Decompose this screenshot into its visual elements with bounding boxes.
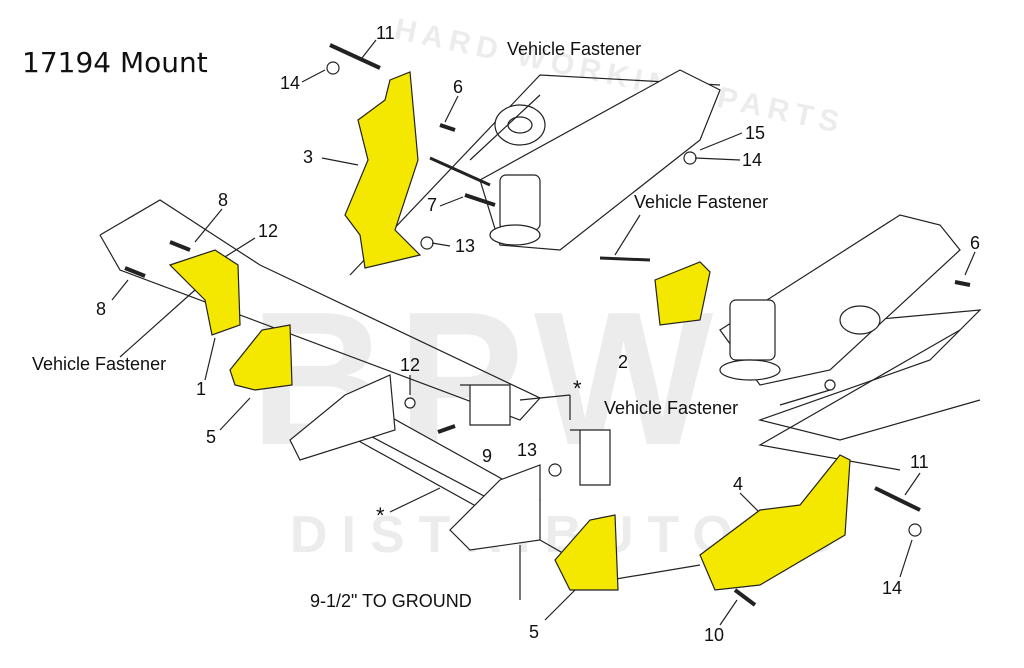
callout-14: 14 xyxy=(742,150,763,170)
vehicle-fastener-note: Vehicle Fastener xyxy=(604,398,739,418)
callout-11: 11 xyxy=(910,452,929,472)
callout-1: 1 xyxy=(196,379,207,399)
spacer-bracket xyxy=(570,429,611,486)
callout-15: 15 xyxy=(745,123,766,143)
callout-10: 10 xyxy=(704,625,725,645)
callout-6: 6 xyxy=(453,77,464,97)
callout-8: 8 xyxy=(96,299,107,319)
callout-5: 5 xyxy=(529,622,540,642)
diagram-title: 17194 Mount xyxy=(22,46,208,79)
crossbar-bracket-right xyxy=(449,464,541,551)
vehicle-fastener-note: Vehicle Fastener xyxy=(507,39,642,59)
callout-7: 7 xyxy=(427,195,438,215)
callout-9: 9 xyxy=(482,446,493,466)
callout-2: 2 xyxy=(618,352,629,372)
callout-13: 13 xyxy=(517,440,538,460)
callout-13: 13 xyxy=(455,236,476,256)
vehicle-fastener-note: Vehicle Fastener xyxy=(32,354,167,374)
callout-6: 6 xyxy=(970,233,981,253)
spacer-bracket xyxy=(460,384,511,426)
bracket-2 xyxy=(654,261,711,326)
asterisk-callout: * xyxy=(573,376,582,401)
callout-11: 11 xyxy=(376,23,395,43)
callout-4: 4 xyxy=(733,474,744,494)
crossbar-bracket-left xyxy=(289,374,396,461)
asterisk-callout: * xyxy=(376,503,385,528)
bracket-4 xyxy=(699,454,851,591)
guide-line xyxy=(757,309,982,441)
bracket-1 xyxy=(168,249,241,336)
bracket-5-right xyxy=(554,514,619,591)
callout-5: 5 xyxy=(206,427,217,447)
callout-12: 12 xyxy=(400,355,421,375)
bracket-5-left xyxy=(229,324,293,391)
bracket-3 xyxy=(344,71,422,269)
vehicle-fastener-note: Vehicle Fastener xyxy=(634,192,769,212)
ground-clearance-note: 9-1/2" TO GROUND xyxy=(310,591,472,611)
callout-8: 8 xyxy=(218,190,229,210)
callout-14: 14 xyxy=(280,73,301,93)
callout-14: 14 xyxy=(882,578,903,598)
frame-rail-lower xyxy=(719,214,961,386)
callout-3: 3 xyxy=(303,147,314,167)
callout-12: 12 xyxy=(258,221,279,241)
guide-line xyxy=(758,329,961,471)
